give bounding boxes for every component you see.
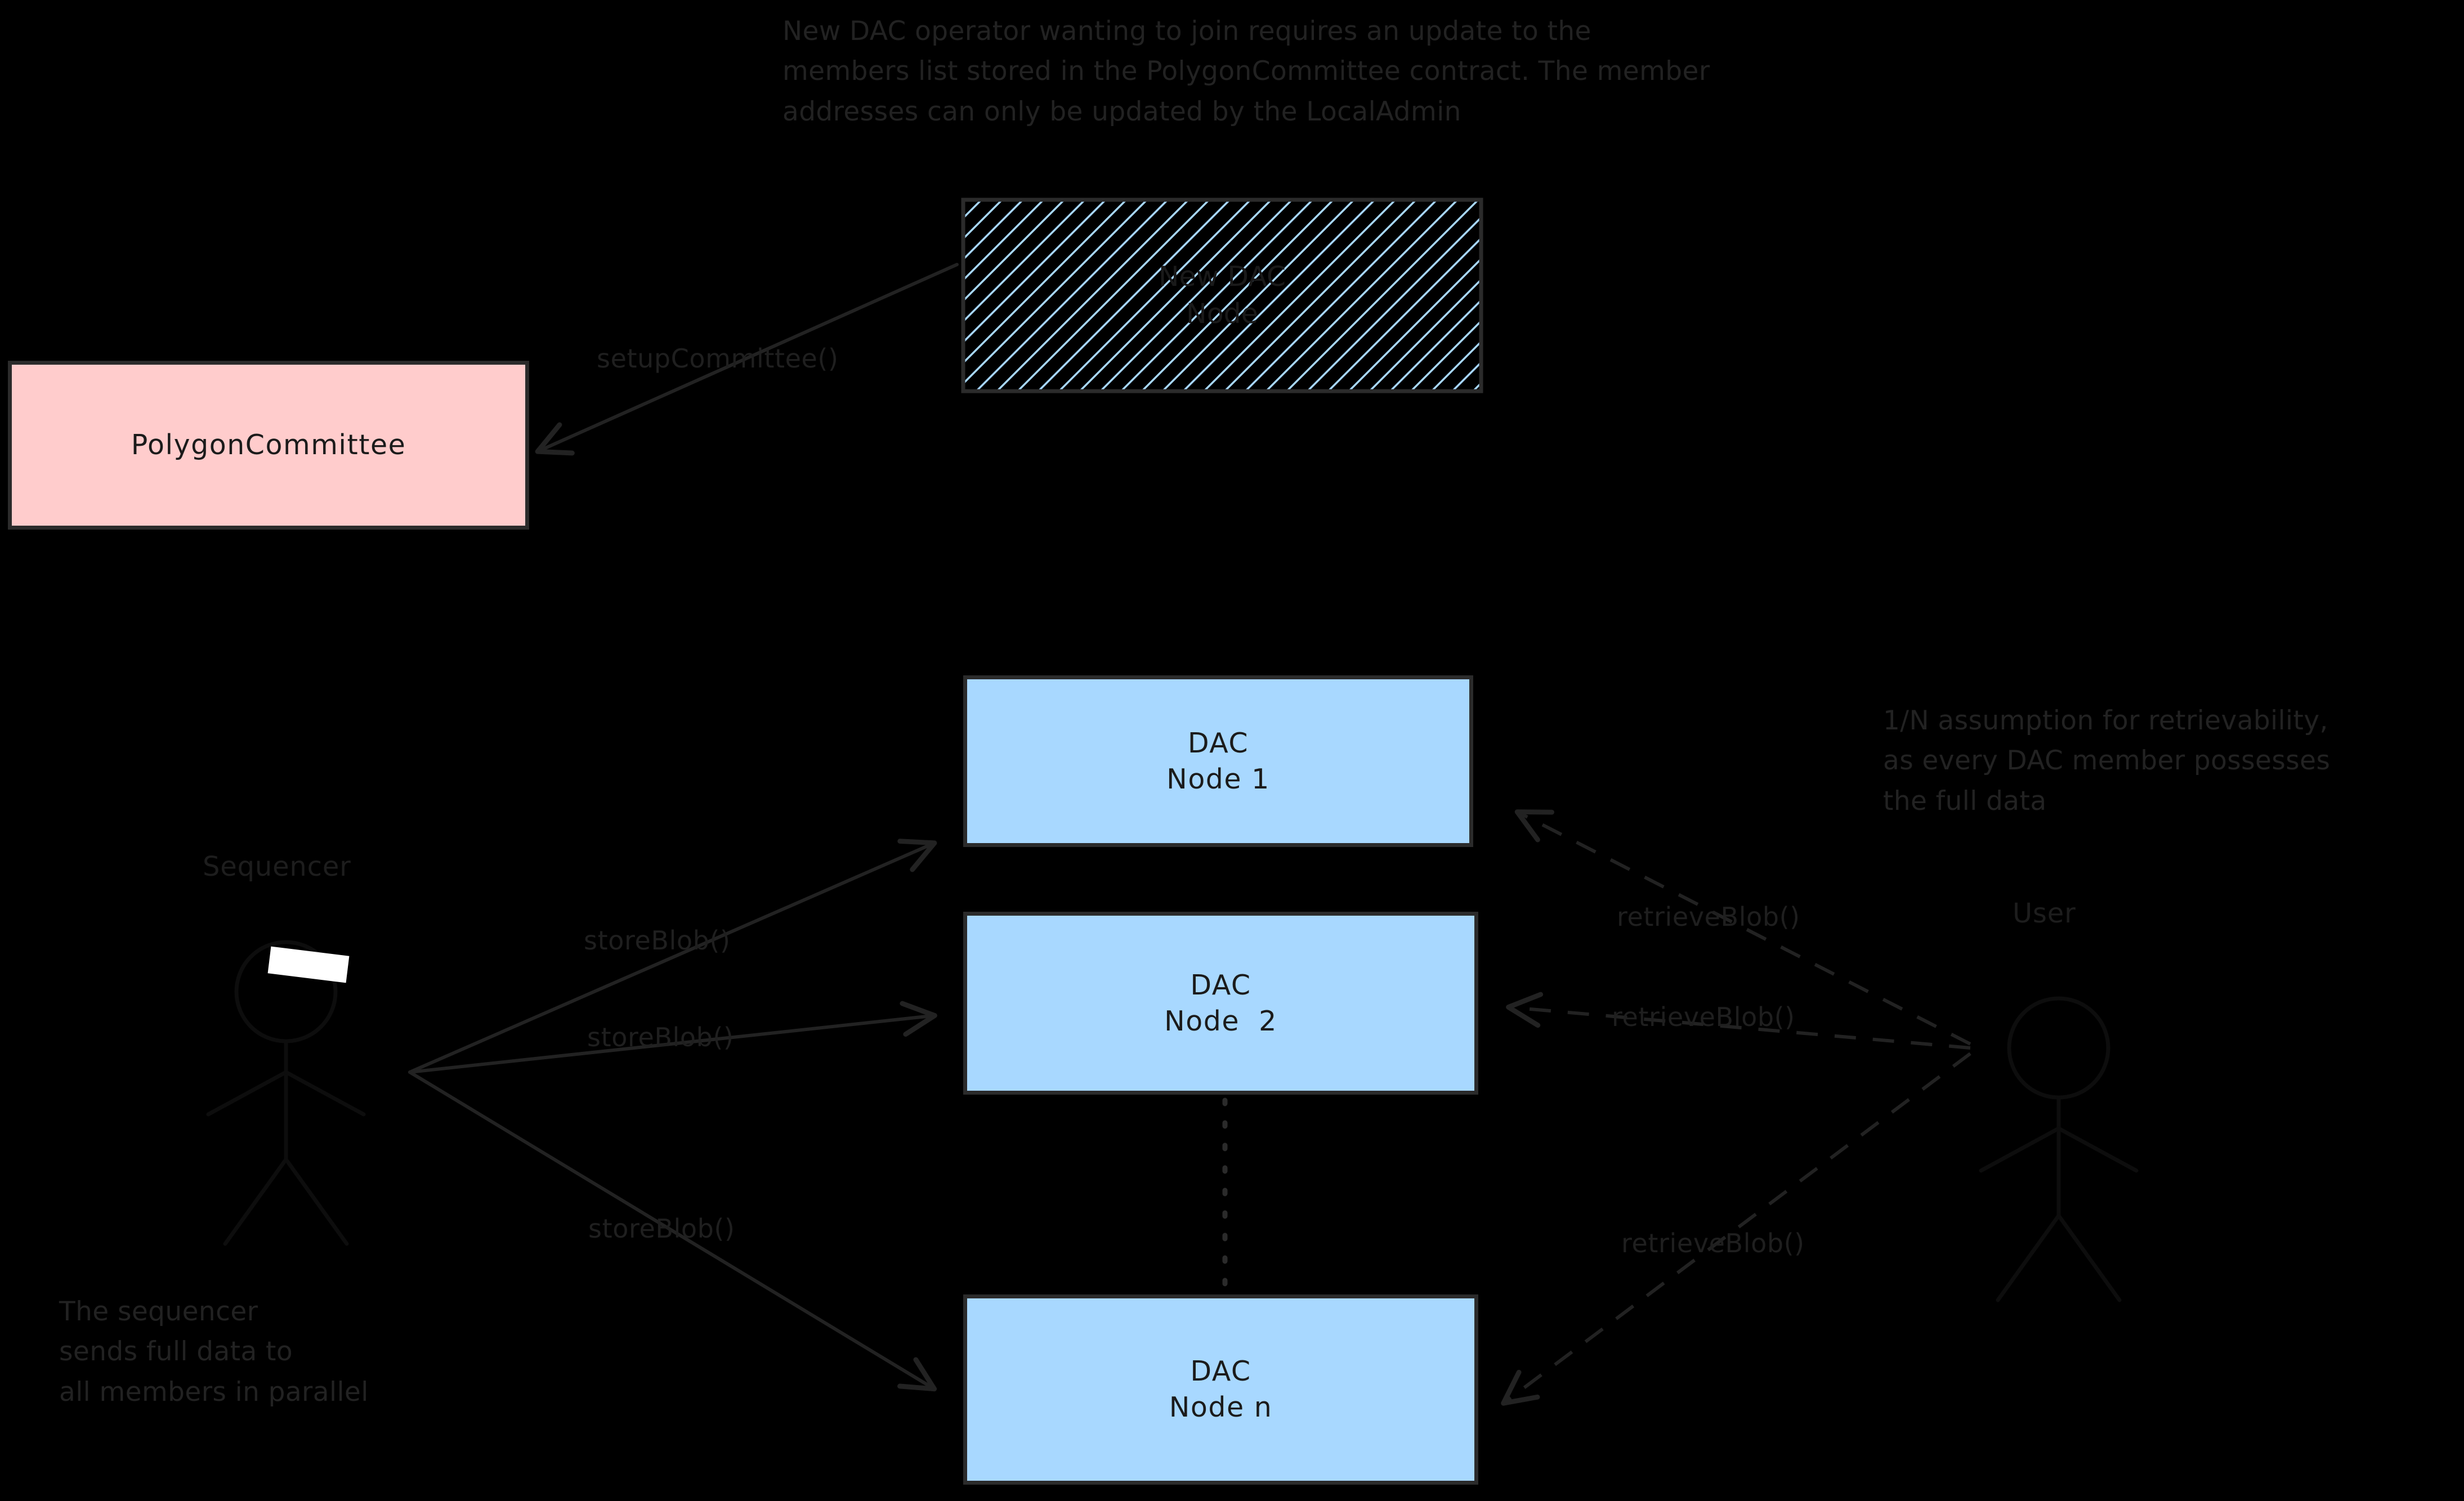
edge-label-store-blob-2: storeBlob() [587, 1022, 734, 1052]
dac-node-n-label-line1: DAC [1190, 1355, 1251, 1388]
dac-node-1-box[interactable]: DAC Node 1 [963, 675, 1473, 847]
top-annotation-note: New DAC operator wanting to join require… [782, 16, 1710, 127]
edge-store-blob-n-line [408, 1070, 937, 1392]
dac-node-n-label-line2: Node n [1169, 1391, 1273, 1423]
edge-label-store-blob-1: storeBlob() [584, 925, 731, 956]
dac-node-2-label-line2: Node 2 [1164, 1005, 1277, 1037]
edge-retrieve-blob-n-line [1501, 1052, 1971, 1406]
edge-store-blob-1-line [408, 839, 937, 1074]
new-dac-node-label-line2: Node [1186, 298, 1258, 330]
edge-label-retrieve-blob-1: retrieveBlob() [1617, 902, 1800, 932]
edge-retrieve-blob-1-line [1514, 809, 1971, 1046]
bottom-left-annotation-note: The sequencer sends full data to all mem… [59, 1296, 369, 1408]
sequencer-label: Sequencer [203, 851, 351, 882]
dac-node-n-box[interactable]: DAC Node n [963, 1294, 1478, 1485]
edge-label-store-blob-n: storeBlob() [588, 1213, 735, 1244]
polygon-committee-box[interactable]: PolygonCommittee [8, 361, 529, 530]
sequencer-stick-figure [206, 940, 366, 1246]
dac-node-2-label-line1: DAC [1190, 969, 1251, 1001]
edge-retrieve-blob-2-line [1506, 992, 1971, 1050]
polygon-committee-label: PolygonCommittee [131, 429, 406, 461]
edge-label-setup-committee: setupCommittee() [597, 343, 839, 374]
user-stick-figure [1979, 996, 2139, 1302]
dac-node-2-box[interactable]: DAC Node 2 [963, 912, 1478, 1095]
user-label: User [2013, 898, 2076, 929]
right-annotation-note: 1/N assumption for retrievability, as ev… [1883, 705, 2331, 817]
new-dac-node-label-line1: New DAC [1158, 260, 1286, 293]
dac-node-1-label-line2: Node 1 [1166, 763, 1270, 795]
edge-setup-committee-line [535, 263, 959, 456]
edge-label-retrieve-blob-2: retrieveBlob() [1612, 1002, 1795, 1032]
edge-store-blob-2-line [408, 1001, 937, 1074]
dac-node-1-label-line1: DAC [1187, 727, 1249, 759]
new-dac-node-hatch-fill [961, 198, 1483, 393]
new-dac-node-box[interactable]: New DAC Node [963, 200, 1481, 391]
edge-label-retrieve-blob-n: retrieveBlob() [1621, 1228, 1805, 1258]
